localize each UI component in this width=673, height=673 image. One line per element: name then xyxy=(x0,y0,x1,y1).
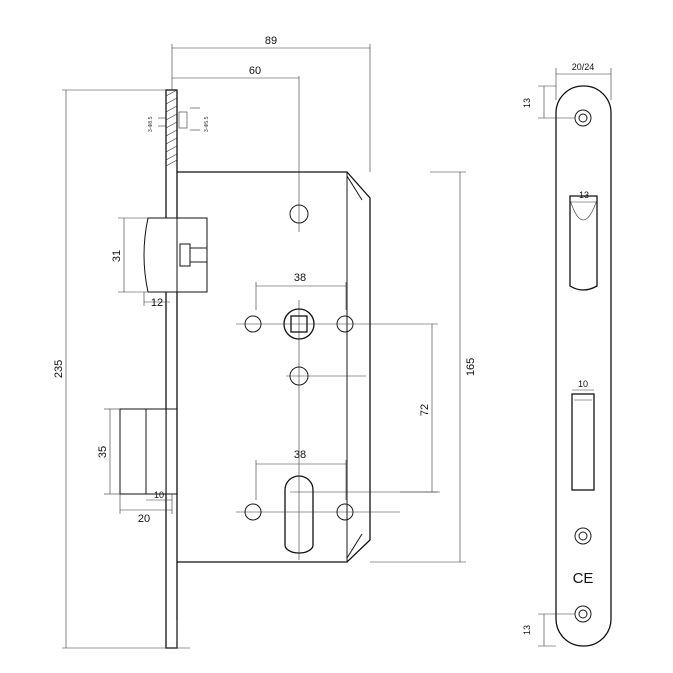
dim-10: 10 xyxy=(154,490,164,500)
lock-case-outline xyxy=(177,171,371,563)
plate-latch-slot xyxy=(569,195,598,291)
dim-35: 35 xyxy=(97,446,109,458)
plate-screw-bottom-outer xyxy=(574,605,592,623)
plate-screw-top-outer xyxy=(574,109,592,127)
lock-case-chamfer-top xyxy=(346,175,363,201)
dim-72: 72 xyxy=(419,404,431,416)
dim-38-cylinder: 38 xyxy=(294,449,306,461)
plate-screw-top-inner xyxy=(578,113,588,123)
plate-screw-bottom-inner xyxy=(578,609,588,619)
screw-callout-2: 3-Φ5.5 xyxy=(204,116,210,132)
screw-callout-1: 3-Φ8.5 xyxy=(148,116,154,132)
dim-60: 60 xyxy=(249,65,261,77)
plate-screw-mid-inner xyxy=(578,531,588,541)
dim-13-bottom: 13 xyxy=(522,625,532,635)
plate-screw-mid-outer xyxy=(574,527,592,545)
forend-plate-outline xyxy=(555,85,612,647)
faceplate-outline xyxy=(165,89,178,649)
dim-31: 31 xyxy=(111,250,123,262)
dim-89: 89 xyxy=(265,35,277,47)
dim-20-24: 20/24 xyxy=(572,62,595,72)
plate-latch-slot-curve xyxy=(569,199,598,221)
dim-235: 235 xyxy=(53,360,65,378)
deadbolt xyxy=(119,408,177,495)
dim-13-top: 13 xyxy=(522,98,532,108)
dim-38-spindle: 38 xyxy=(294,272,306,284)
faceplate-hatch xyxy=(165,89,178,167)
euro-cylinder-cutout xyxy=(284,475,314,554)
forend-plate-view: CE xyxy=(555,85,612,647)
dim-20: 20 xyxy=(138,513,150,525)
dim-165: 165 xyxy=(465,358,477,376)
centre-lines xyxy=(236,76,440,560)
dimensions-front: 89 60 235 165 72 38 38 31 xyxy=(53,35,477,649)
screw-callouts: 3-Φ8.5 3-Φ5.5 xyxy=(148,107,210,132)
lock-case-chamfer-bottom xyxy=(346,533,363,559)
dim-13-slot: 13 xyxy=(579,190,589,200)
latch-tongue xyxy=(143,217,178,293)
dim-12: 12 xyxy=(151,297,163,309)
latch xyxy=(143,217,208,293)
deadbolt-block xyxy=(119,408,167,495)
ce-mark: CE xyxy=(573,570,594,587)
lock-body xyxy=(177,171,371,563)
faceplate-side-view: 3-Φ8.5 3-Φ5.5 xyxy=(148,89,210,649)
dim-10-slot: 10 xyxy=(578,379,588,389)
plate-bolt-slot xyxy=(571,393,595,491)
latch-spring-block xyxy=(179,243,191,267)
dimensions-plate: 20/24 13 13 10 13 xyxy=(522,62,612,647)
